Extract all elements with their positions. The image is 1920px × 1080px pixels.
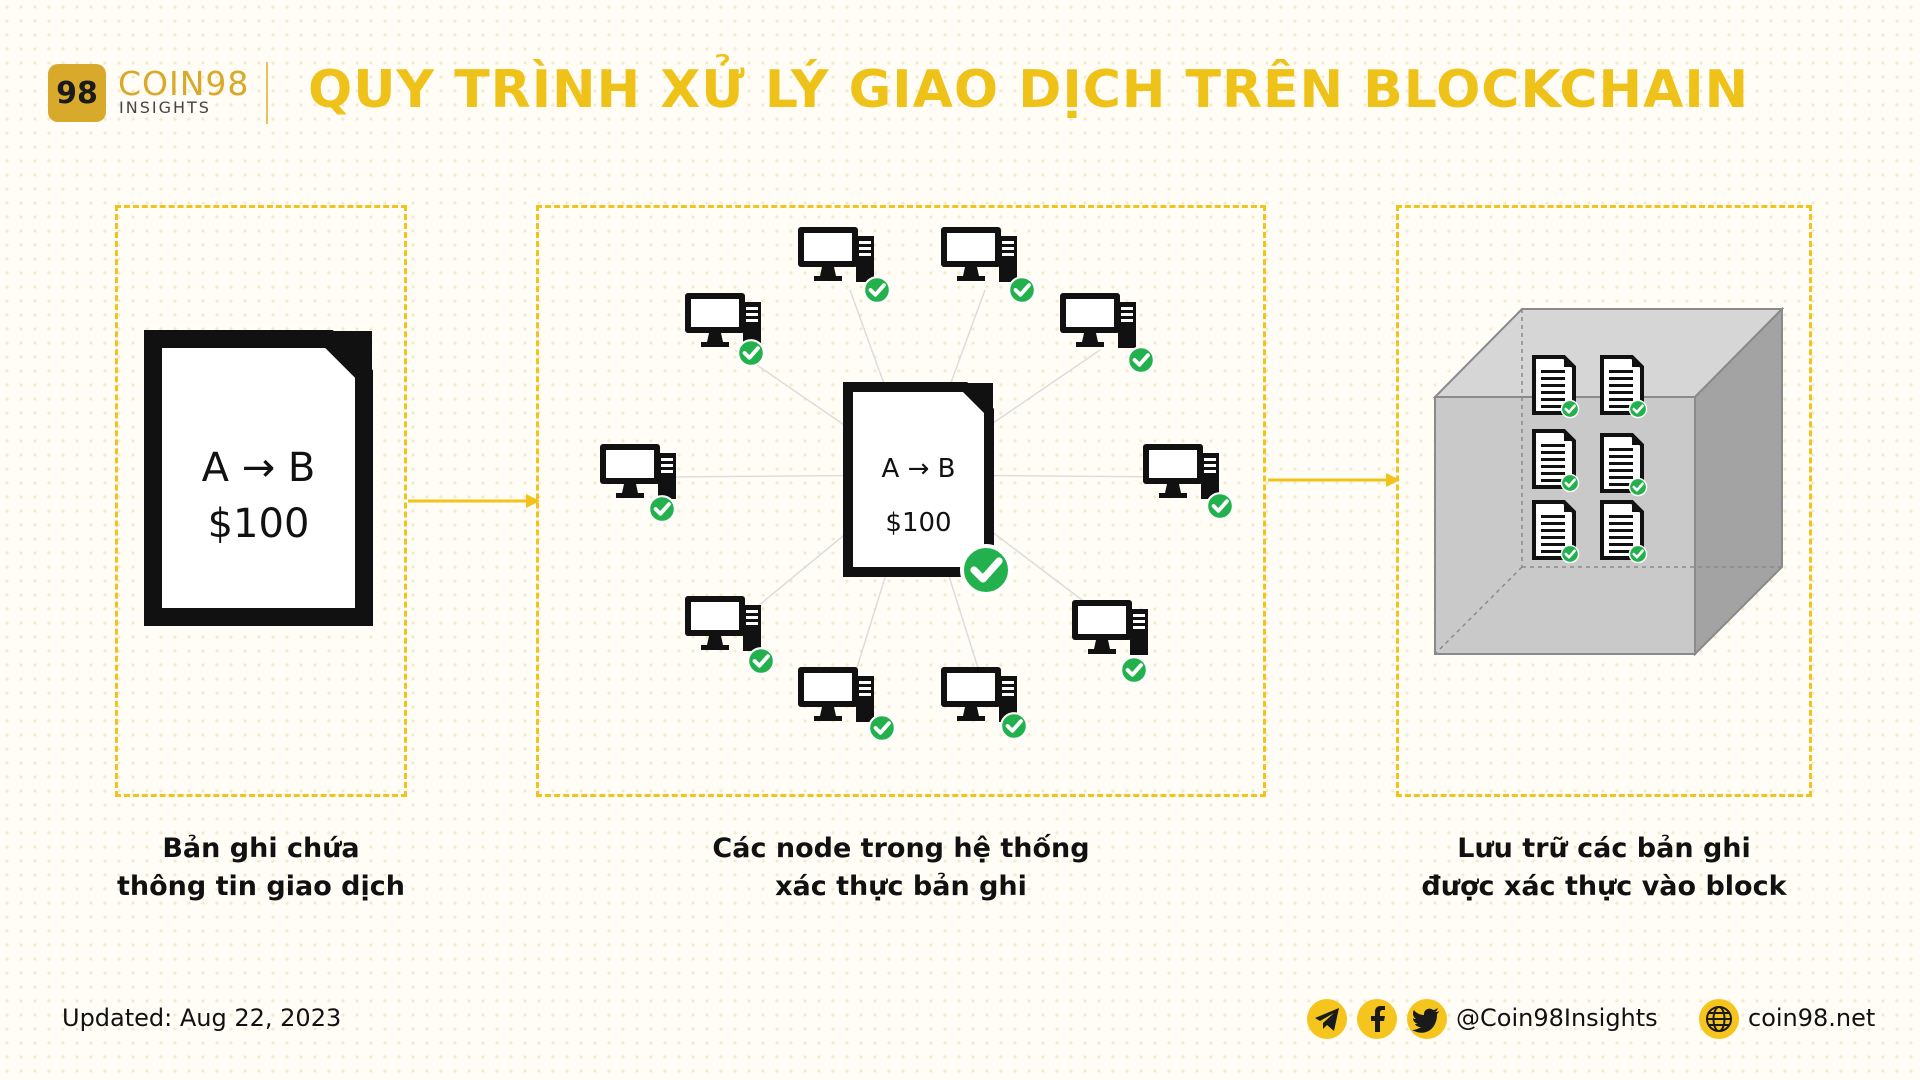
telegram-icon[interactable]	[1307, 999, 1347, 1039]
check-icon	[999, 711, 1029, 741]
updated-date: Updated: Aug 22, 2023	[62, 1004, 342, 1032]
check-icon	[867, 713, 897, 743]
node-computer	[798, 227, 892, 305]
brand-subtitle: INSIGHTS	[119, 98, 211, 117]
node-computer	[1143, 444, 1235, 521]
validated-document-icon	[843, 382, 994, 577]
social-handle-link[interactable]: @Coin98Insights	[1456, 1004, 1658, 1032]
check-icon	[1628, 477, 1648, 497]
check-icon	[1628, 399, 1648, 419]
record-panel	[115, 205, 407, 797]
stored-record-icon	[1532, 429, 1580, 493]
node-computer	[798, 667, 897, 743]
stored-record-icon	[1600, 355, 1648, 419]
arrow-record-to-nodes	[408, 494, 540, 508]
stored-record-icon	[1532, 355, 1580, 419]
record-amount: $100	[207, 501, 310, 547]
check-icon	[1628, 544, 1648, 564]
node-computer	[941, 227, 1037, 305]
block-panel	[1396, 205, 1812, 797]
check-icon	[746, 646, 776, 676]
globe-icon[interactable]	[1699, 999, 1739, 1039]
node-computer	[600, 444, 677, 524]
check-icon	[1560, 544, 1580, 564]
check-icon	[1007, 275, 1037, 305]
check-icon	[647, 494, 677, 524]
transaction-document-icon	[144, 330, 373, 626]
check-icon	[962, 546, 1010, 594]
node-doc-transfer: A → B	[881, 454, 956, 484]
stored-record-icon	[1532, 500, 1580, 564]
page-title: QUY TRÌNH XỬ LÝ GIAO DỊCH TRÊN BLOCKCHAI…	[308, 60, 1750, 120]
header-divider	[266, 62, 268, 124]
facebook-icon[interactable]	[1357, 999, 1397, 1039]
node-computer	[1072, 600, 1149, 685]
check-icon	[1119, 655, 1149, 685]
check-icon	[862, 275, 892, 305]
twitter-icon[interactable]	[1407, 999, 1447, 1039]
record-document-text: A → B $100	[153, 440, 364, 552]
stored-record-icon	[1600, 433, 1648, 497]
check-icon	[1205, 491, 1235, 521]
website-link[interactable]: coin98.net	[1748, 1004, 1876, 1032]
nodes-caption: Các node trong hệ thống xác thực bản ghi	[712, 833, 1090, 902]
record-caption: Bản ghi chứa thông tin giao dịch	[117, 833, 405, 902]
check-icon	[1560, 399, 1580, 419]
logo-icon: 98	[48, 64, 106, 122]
arrow-nodes-to-block	[1268, 473, 1400, 487]
node-document-text: A → B $100	[848, 442, 989, 550]
node-computer	[685, 596, 776, 676]
check-icon	[1560, 473, 1580, 493]
stored-record-icon	[1600, 500, 1648, 564]
node-computer	[685, 293, 766, 368]
check-icon	[736, 338, 766, 368]
check-icon	[1126, 345, 1156, 375]
node-computer	[941, 667, 1029, 741]
node-doc-amount: $100	[885, 508, 952, 538]
node-computer	[1060, 293, 1156, 375]
record-transfer: A → B	[201, 445, 316, 491]
block-caption: Lưu trữ các bản ghi được xác thực vào bl…	[1421, 833, 1787, 902]
brand-name: COIN98	[118, 64, 250, 103]
